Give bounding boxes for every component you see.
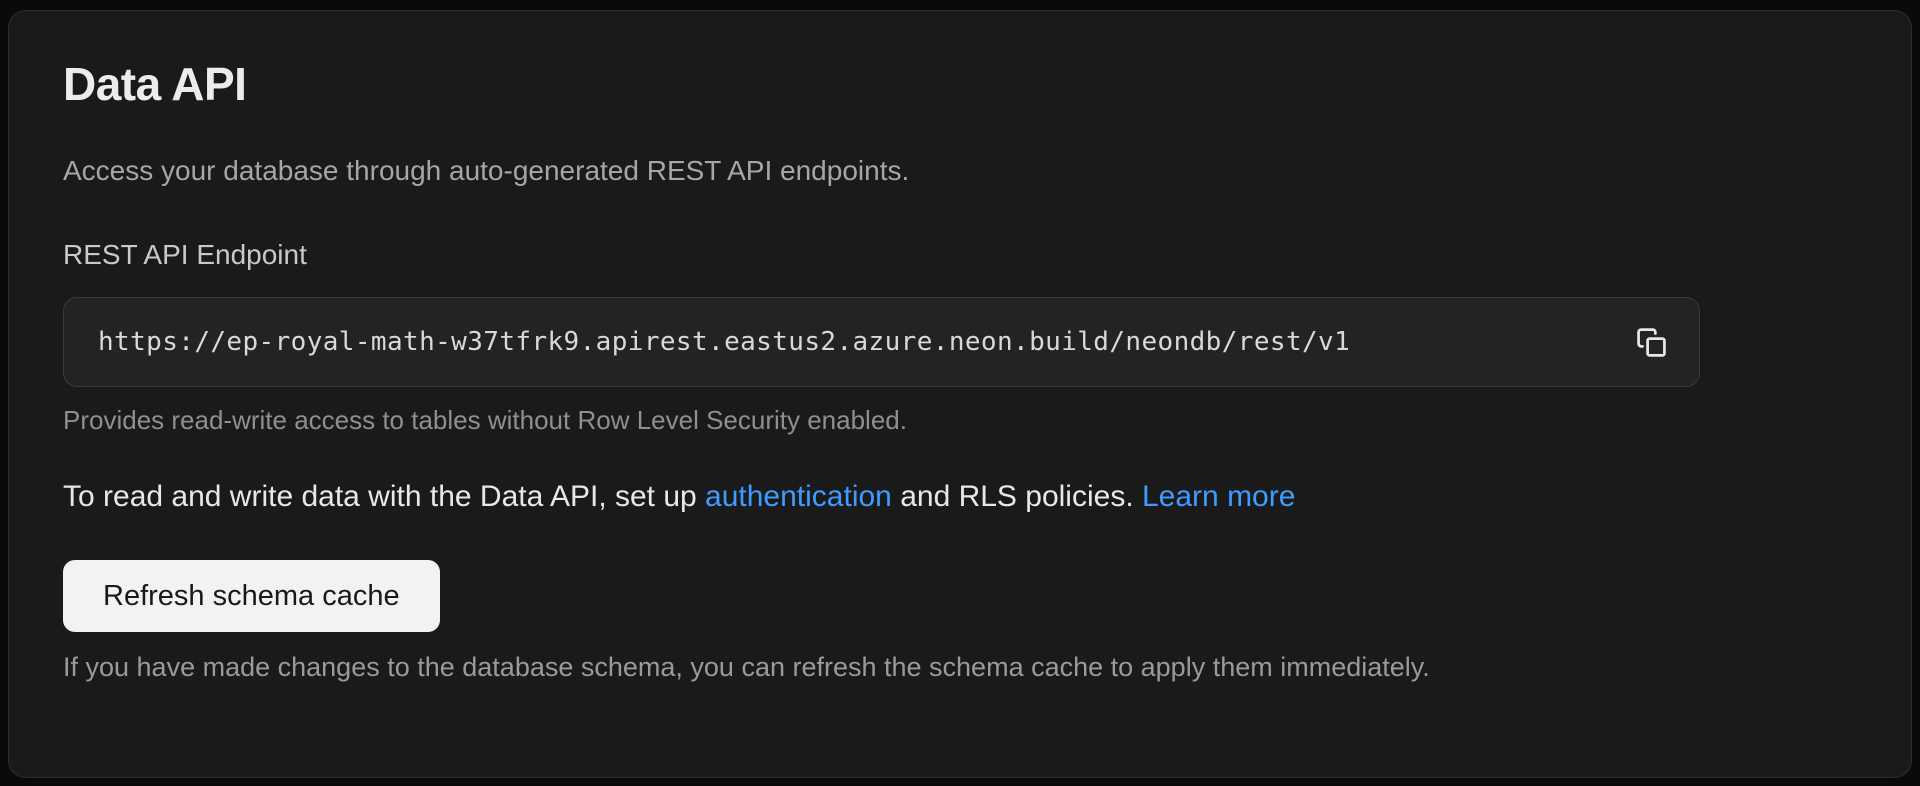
- endpoint-help-text: Provides read-write access to tables wit…: [63, 405, 907, 435]
- data-api-card: Data API Access your database through au…: [8, 10, 1912, 778]
- endpoint-url-text: https://ep-royal-math-w37tfrk9.apirest.e…: [98, 327, 1351, 357]
- copy-icon: [1636, 327, 1667, 358]
- page-title: Data API: [63, 58, 247, 110]
- endpoint-url-field[interactable]: https://ep-royal-math-w37tfrk9.apirest.e…: [63, 297, 1700, 387]
- copy-endpoint-button[interactable]: [1631, 322, 1671, 362]
- page-subtitle: Access your database through auto-genera…: [63, 155, 910, 186]
- rest-api-endpoint-label: REST API Endpoint: [63, 239, 307, 270]
- refresh-schema-cache-button[interactable]: Refresh schema cache: [63, 560, 440, 632]
- rls-note: To read and write data with the Data API…: [63, 480, 1857, 514]
- authentication-link[interactable]: authentication: [705, 480, 892, 513]
- rls-note-text-2: and RLS policies.: [891, 480, 1142, 513]
- rls-note-text-1: To read and write data with the Data API…: [63, 480, 706, 513]
- learn-more-link[interactable]: Learn more: [1142, 480, 1296, 513]
- schema-cache-help-text: If you have made changes to the database…: [63, 652, 1430, 682]
